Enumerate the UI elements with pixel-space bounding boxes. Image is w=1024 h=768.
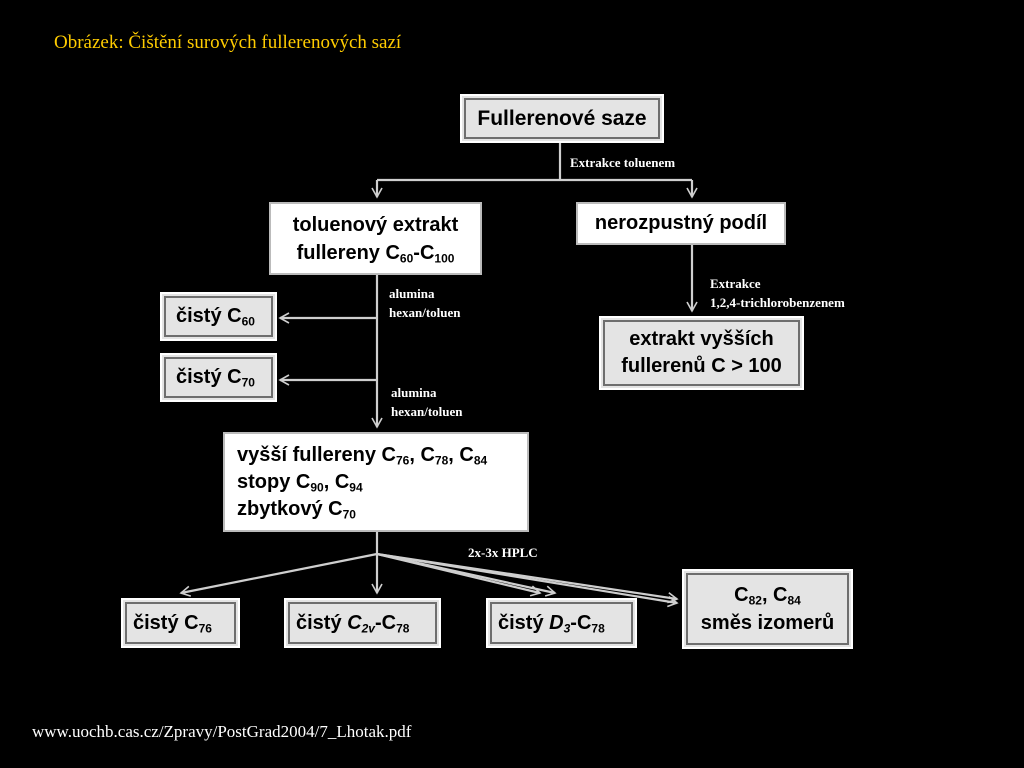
node-pure-c70: čistý C70 xyxy=(160,353,277,402)
source-url: www.uochb.cas.cz/Zpravy/PostGrad2004/7_L… xyxy=(32,722,412,741)
node-higher-extract-line1: extrakt vyšších xyxy=(629,328,774,350)
node-toluene-extract: toluenový extrakt fullereny C60-C100 xyxy=(269,202,482,275)
label-alumina-1: alumina hexan/toluen xyxy=(389,284,461,322)
node-higher-fullerenes-line2: stopy C90, C94 xyxy=(237,469,527,496)
text: -C xyxy=(570,612,592,634)
subscript: 82 xyxy=(748,593,762,608)
text: , C xyxy=(409,444,435,466)
text: čistý xyxy=(296,612,348,634)
subscript: 60 xyxy=(399,251,414,266)
node-pure-d3-c78: čistý D3-C78 xyxy=(486,598,637,648)
node-higher-fullerenes-line1: vyšší fullereny C76, C78, C84 xyxy=(237,442,527,469)
label-alumina-2-line1: alumina xyxy=(391,385,437,400)
node-higher-extract-line2: fullerenů C > 100 xyxy=(621,355,782,377)
node-isomers: C82, C84 směs izomerů xyxy=(682,569,853,649)
label-alumina-1-line2: hexan/toluen xyxy=(389,305,461,320)
text: zbytkový C xyxy=(237,498,343,520)
node-isomers-line2: směs izomerů xyxy=(700,612,835,634)
text: -C xyxy=(413,242,435,264)
node-toluene-extract-line2: fullereny C60-C100 xyxy=(271,239,480,267)
text: čistý xyxy=(498,612,550,634)
subscript: 100 xyxy=(434,251,455,266)
node-insoluble-text: nerozpustný podíl xyxy=(594,212,768,234)
text: , C xyxy=(761,584,788,606)
text: , C xyxy=(448,444,474,466)
subscript: 70 xyxy=(241,375,255,390)
node-higher-extract: extrakt vyšších fullerenů C > 100 xyxy=(599,316,804,390)
italic-text: C xyxy=(347,612,362,634)
subscript: 78 xyxy=(434,453,449,468)
subscript: 78 xyxy=(396,621,410,636)
label-alumina-2-line2: hexan/toluen xyxy=(391,404,463,419)
node-isomers-line1: C82, C84 xyxy=(684,581,851,609)
node-pure-c76: čistý C76 xyxy=(121,598,240,648)
text: čistý C xyxy=(176,366,242,388)
label-hplc: 2x-3x HPLC xyxy=(468,545,538,560)
node-pure-c60: čistý C60 xyxy=(160,292,277,341)
subscript: 90 xyxy=(310,480,324,495)
text: čistý C xyxy=(176,305,242,327)
subscript: 84 xyxy=(787,593,801,608)
label-alumina-1-line1: alumina xyxy=(389,286,435,301)
text: stopy C xyxy=(237,471,311,493)
slide-title: Obrázek: Čištění surových fullerenových … xyxy=(54,32,402,53)
subscript: 76 xyxy=(198,621,212,636)
node-insoluble: nerozpustný podíl xyxy=(576,202,786,245)
label-tcb-extraction: Extrakce 1,2,4-trichlorobenzenem xyxy=(710,274,845,312)
subscript: 84 xyxy=(473,453,488,468)
subscript: 94 xyxy=(349,480,363,495)
italic-text: D xyxy=(549,612,564,634)
text: vyšší fullereny C xyxy=(237,444,396,466)
node-pure-c2v-c78: čistý C2v-C78 xyxy=(284,598,441,648)
label-tcb-line1: Extrakce xyxy=(710,276,761,291)
text: , C xyxy=(323,471,350,493)
label-toluene-extraction: Extrakce toluenem xyxy=(570,155,676,170)
label-alumina-2: alumina hexan/toluen xyxy=(391,383,463,421)
label-tcb-line2: 1,2,4-trichlorobenzenem xyxy=(710,295,845,310)
text: čistý C xyxy=(133,612,199,634)
node-higher-fullerenes-line3: zbytkový C70 xyxy=(237,496,527,523)
subscript: 76 xyxy=(395,453,410,468)
node-higher-fullerenes: vyšší fullereny C76, C78, C84 stopy C90,… xyxy=(223,432,529,532)
italic-subscript: 3 xyxy=(563,621,571,636)
text: -C xyxy=(374,612,397,634)
subscript: 70 xyxy=(342,507,356,522)
text: C xyxy=(734,584,749,606)
text: fullereny C xyxy=(296,242,400,264)
node-soot: Fullerenové saze xyxy=(460,94,664,143)
italic-subscript: 2v xyxy=(361,621,375,636)
node-toluene-extract-line1: toluenový extrakt xyxy=(292,214,459,236)
node-soot-text: Fullerenové saze xyxy=(477,107,647,130)
subscript: 78 xyxy=(591,621,605,636)
subscript: 60 xyxy=(241,314,255,329)
